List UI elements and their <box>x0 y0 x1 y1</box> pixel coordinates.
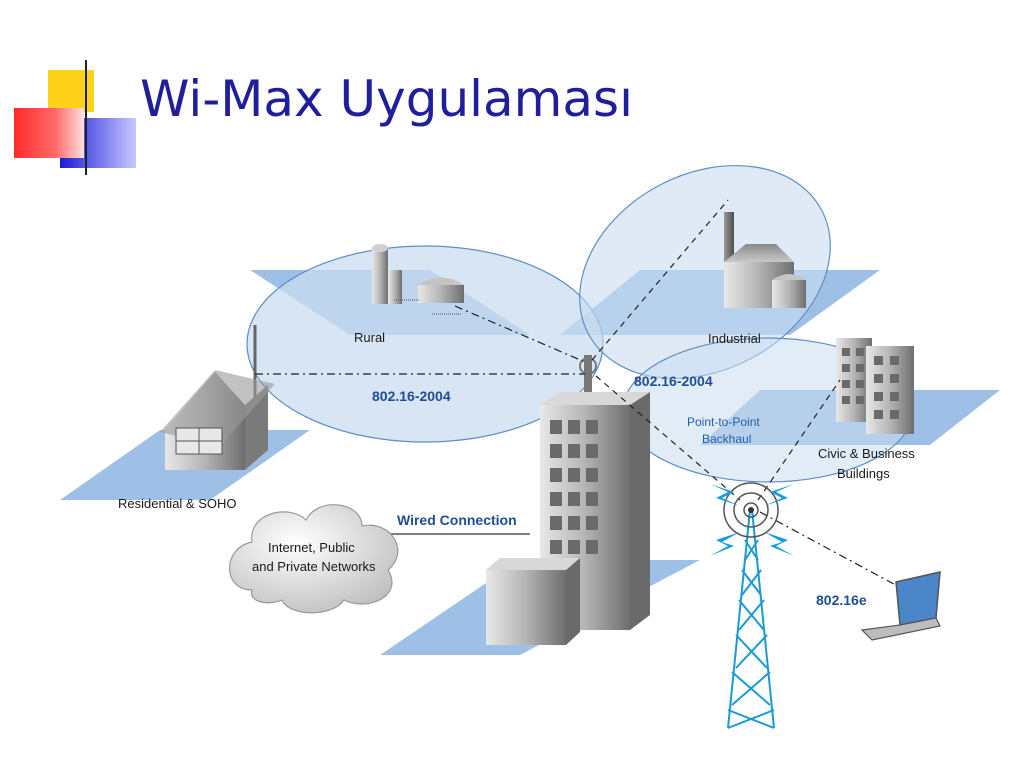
label-mobile: 802.16e <box>816 592 867 608</box>
label-p2p-line1: Point-to-Point <box>687 415 760 429</box>
label-rural: Rural <box>354 330 385 345</box>
farm-silo-icon <box>372 244 464 315</box>
title-decoration <box>14 60 960 175</box>
label-civic-line1: Civic & Business <box>818 446 915 461</box>
link-backhaul <box>595 375 741 501</box>
base-station-building-icon <box>486 355 650 645</box>
office-buildings-icon <box>836 338 914 434</box>
label-wired-connection: Wired Connection <box>397 512 517 528</box>
page-title: Wi-Max Uygulaması <box>140 70 633 128</box>
label-standard-left: 802.16-2004 <box>372 388 451 404</box>
label-civic-line2: Buildings <box>837 466 890 481</box>
label-industrial: Industrial <box>708 331 761 346</box>
factory-icon <box>724 212 806 308</box>
link-mobile <box>759 511 906 591</box>
label-residential: Residential & SOHO <box>118 496 237 511</box>
internet-cloud-icon <box>229 504 399 614</box>
link-rural <box>454 305 586 363</box>
label-standard-right: 802.16-2004 <box>634 373 713 389</box>
house-icon <box>160 325 275 470</box>
link-civic <box>757 379 841 501</box>
label-cloud-line1: Internet, Public <box>268 540 355 555</box>
sector-antenna-icon <box>579 357 597 375</box>
laptop-icon <box>860 571 941 641</box>
radio-tower-icon <box>723 482 779 729</box>
signal-waves-icon <box>710 484 794 556</box>
label-cloud-line2: and Private Networks <box>252 559 376 574</box>
link-industrial <box>591 199 729 361</box>
label-p2p-line2: Backhaul <box>702 432 751 446</box>
